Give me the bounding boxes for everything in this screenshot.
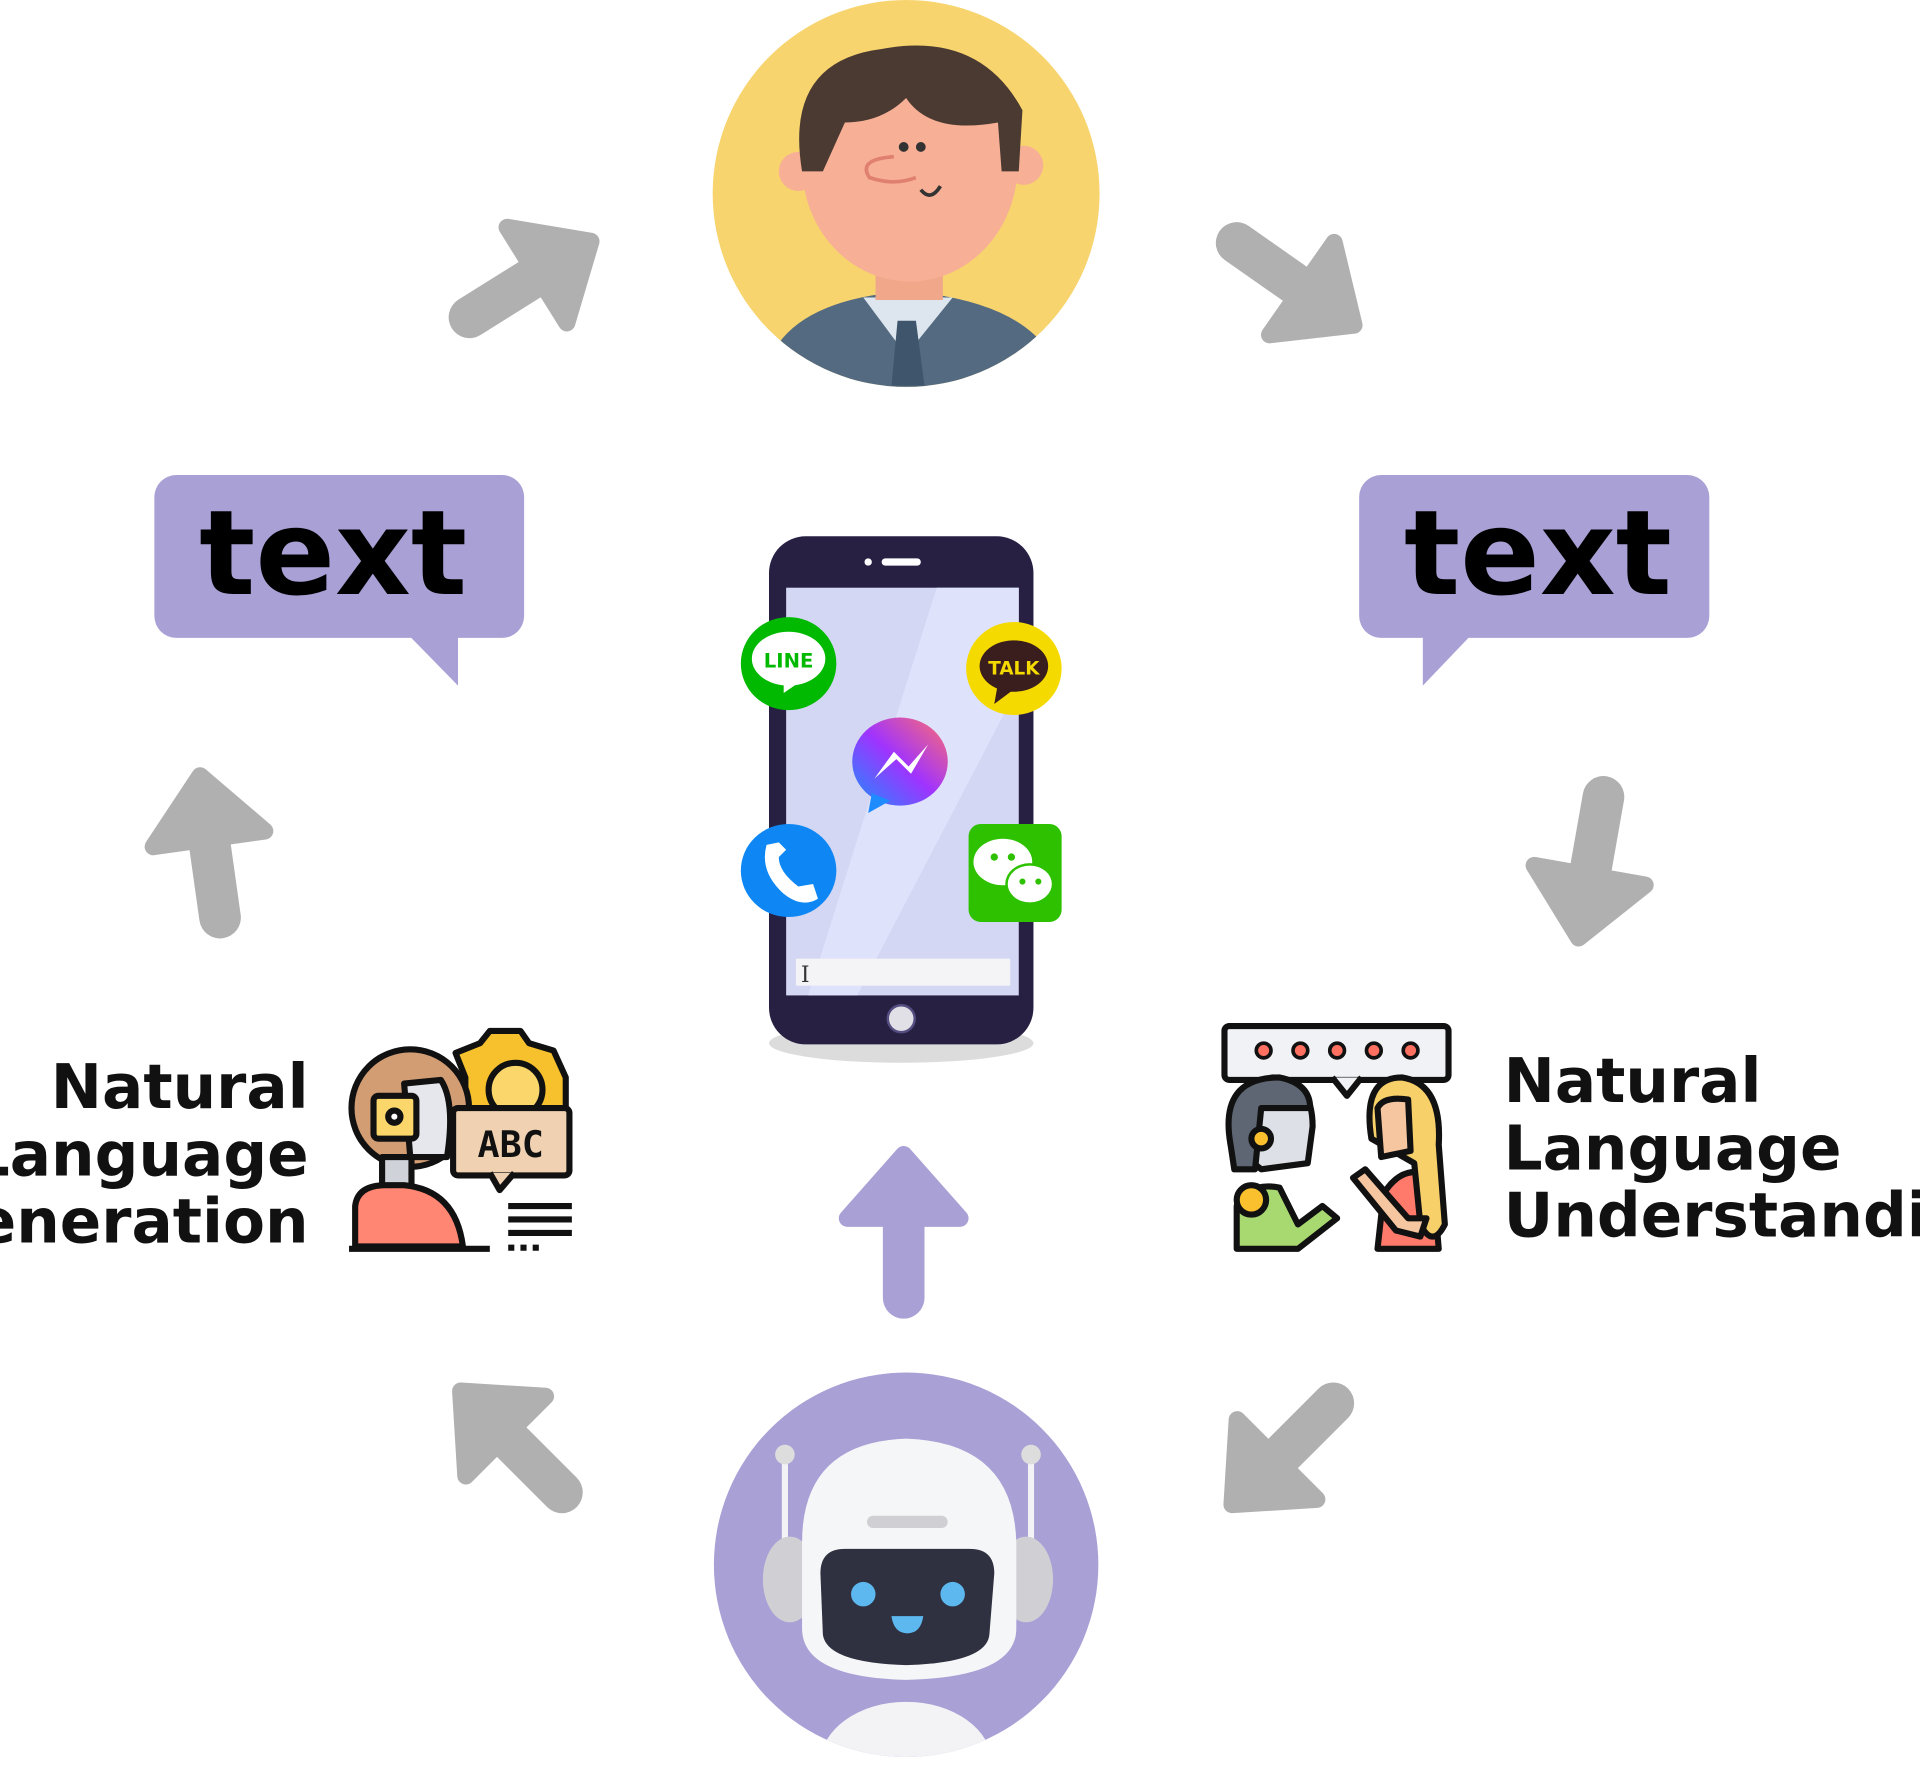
nlu-label: Natural Language Understanding (1504, 1046, 1920, 1252)
bubble-text: text (199, 485, 467, 622)
arrow-up-right-icon (440, 194, 621, 365)
svg-text:ABC: ABC (477, 1123, 543, 1166)
arrow-up-icon (144, 768, 275, 926)
svg-text:I: I (801, 963, 810, 988)
nlg-robot-icon: ABC (348, 1027, 573, 1252)
phone-app-icon (740, 824, 837, 918)
svg-text:Natural: Natural (1504, 1046, 1762, 1117)
arrow-down-right-icon (1204, 197, 1386, 371)
nlu-conversation-icon (1221, 1022, 1452, 1252)
svg-text:Understanding: Understanding (1504, 1181, 1920, 1252)
svg-text:Language: Language (1504, 1113, 1842, 1184)
chatbot-avatar (713, 1372, 1099, 1757)
svg-text:Generation: Generation (0, 1187, 309, 1258)
messenger-app-icon (852, 717, 948, 813)
speech-bubble-left: text (154, 475, 525, 686)
svg-text:Language: Language (0, 1119, 309, 1190)
arrow-up-left-icon (421, 1351, 602, 1532)
arrow-down-left-icon (1192, 1363, 1373, 1544)
svg-text:TALK: TALK (988, 659, 1040, 680)
line-app-icon: LINE (740, 617, 837, 711)
user-avatar (712, 0, 1100, 387)
svg-text:Natural: Natural (51, 1052, 309, 1123)
arrow-down-icon (1523, 787, 1659, 948)
nlg-label: Natural Language Generation (0, 1052, 309, 1258)
wechat-app-icon (968, 824, 1062, 922)
arrow-up-purple-icon (847, 1155, 960, 1298)
svg-text:LINE: LINE (764, 649, 814, 672)
speech-bubble-right: text (1359, 475, 1710, 686)
bubble-text: text (1404, 485, 1672, 622)
message-input[interactable] (795, 958, 1011, 986)
kakaotalk-app-icon: TALK (966, 621, 1062, 716)
